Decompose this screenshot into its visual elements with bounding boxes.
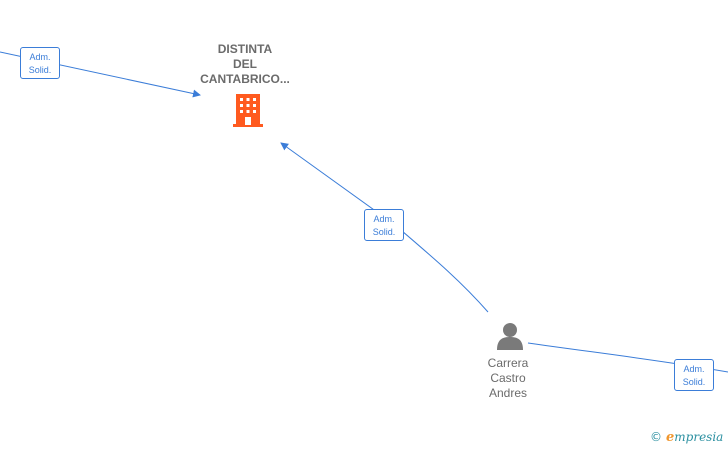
edge-label-line: Solid. bbox=[682, 377, 706, 387]
edge-label-person-to-external[interactable]: Adm. Solid. bbox=[674, 359, 714, 391]
edge-label-external-to-company[interactable]: Adm. Solid. bbox=[20, 47, 60, 79]
copyright-symbol: © bbox=[650, 430, 662, 444]
company-node-label[interactable]: DISTINTA DEL CANTABRICO... bbox=[185, 42, 305, 87]
edge-label-line: Adm. bbox=[683, 364, 705, 374]
person-name-line-3: Andres bbox=[488, 386, 528, 400]
company-name-line-3: CANTABRICO... bbox=[200, 72, 290, 86]
building-icon[interactable] bbox=[233, 94, 263, 127]
empresia-watermark: © empresia bbox=[650, 430, 723, 445]
company-name-line-2: DEL bbox=[233, 57, 257, 71]
person-node-label[interactable]: Carrera Castro Andres bbox=[468, 356, 548, 401]
brand-initial: e bbox=[666, 430, 675, 445]
person-icon[interactable] bbox=[497, 323, 523, 350]
company-name-line-1: DISTINTA bbox=[217, 42, 273, 56]
brand-name: mpresia bbox=[674, 430, 724, 444]
edge-label-line: Solid. bbox=[28, 65, 52, 75]
person-name-line-2: Castro bbox=[490, 371, 526, 385]
person-name-line-1: Carrera bbox=[487, 356, 529, 370]
edge-label-person-to-company[interactable]: Adm. Solid. bbox=[364, 209, 404, 241]
edge-label-line: Adm. bbox=[29, 52, 51, 62]
edge-label-line: Solid. bbox=[372, 227, 396, 237]
edge-label-line: Adm. bbox=[373, 214, 395, 224]
